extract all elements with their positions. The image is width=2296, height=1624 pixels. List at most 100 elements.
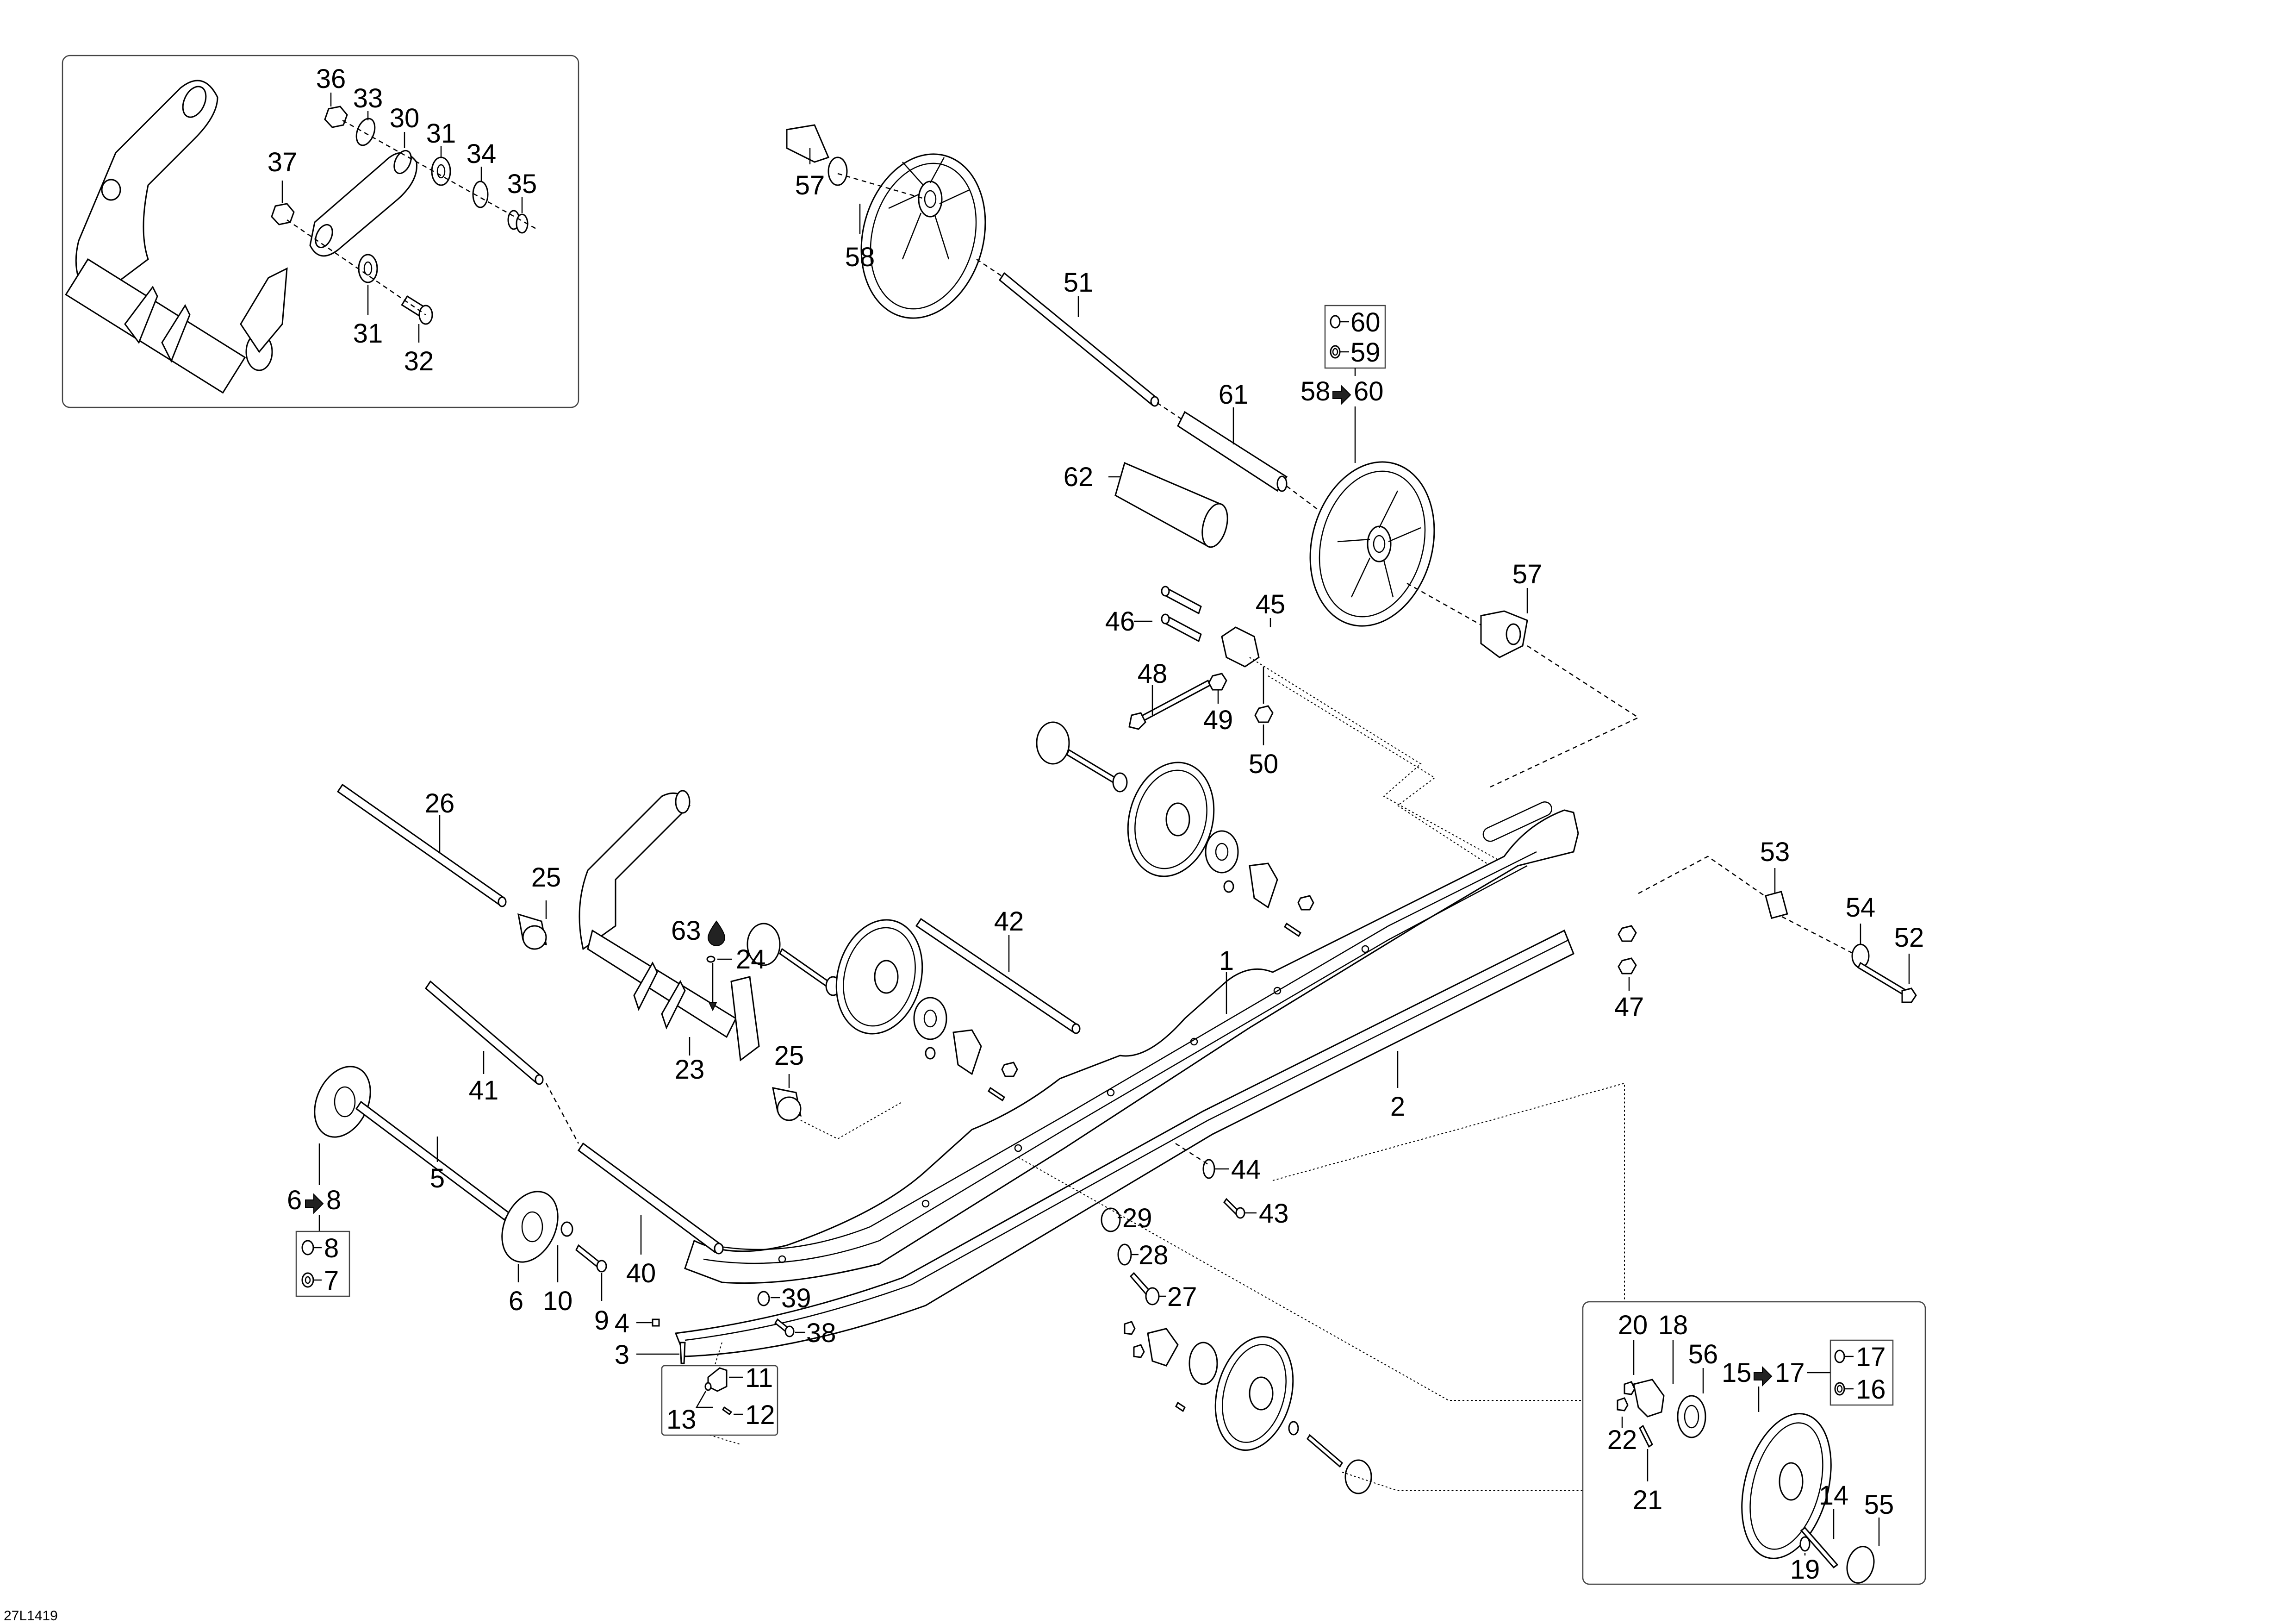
grease-fitting-24 xyxy=(706,956,716,963)
callout-2: 2 xyxy=(1390,1092,1405,1122)
callout-56: 56 xyxy=(1688,1339,1718,1369)
svg-text:58: 58 xyxy=(1300,376,1331,406)
bearing-kit-box-59-60 xyxy=(1324,305,1386,369)
shaft-26 xyxy=(336,783,507,907)
callout-61: 61 xyxy=(1219,380,1249,410)
callout-40: 40 xyxy=(626,1258,656,1288)
bolt-38 xyxy=(774,1318,795,1337)
callout-37: 37 xyxy=(268,147,298,177)
idler-wheel-58-to-60 xyxy=(1309,461,1435,627)
idler-wheel-58 xyxy=(860,153,986,319)
bracket-45 xyxy=(1221,626,1260,668)
nut-4 xyxy=(652,1318,660,1327)
callout-53: 53 xyxy=(1760,837,1790,867)
callout-10: 10 xyxy=(543,1286,573,1316)
inset-rear-wheel-detail: 17 16 15 17 20 18 56 22 21 19 14 55 xyxy=(1582,1301,1926,1585)
callout-33: 33 xyxy=(353,83,383,113)
callout-18: 18 xyxy=(1658,1310,1688,1340)
svg-text:17: 17 xyxy=(1775,1358,1805,1388)
pins-46 xyxy=(1161,586,1202,643)
callout-12: 12 xyxy=(745,1400,775,1430)
rear-arm-23 xyxy=(579,790,760,1062)
wheel-cap-57-lower xyxy=(1480,610,1528,658)
callout-21: 21 xyxy=(1633,1485,1663,1515)
callout-9: 9 xyxy=(594,1305,609,1336)
svg-text:6: 6 xyxy=(287,1185,302,1215)
bolt-43 xyxy=(1223,1198,1245,1219)
callout-30: 30 xyxy=(390,103,420,133)
screw-3 xyxy=(679,1342,686,1364)
callout-5: 5 xyxy=(430,1163,445,1193)
callout-58: 58 xyxy=(845,242,875,272)
callout-17: 17 xyxy=(1856,1342,1886,1372)
callout-22: 22 xyxy=(1607,1425,1637,1455)
svg-text:63: 63 xyxy=(671,916,701,946)
callout-44: 44 xyxy=(1231,1155,1261,1185)
callout-47: 47 xyxy=(1614,992,1644,1022)
drawing-code: 27L1419 xyxy=(4,1608,58,1624)
washer-39 xyxy=(757,1291,770,1306)
callout-62: 62 xyxy=(1064,462,1094,492)
inset-slider-bracket-11-13: 11 12 13 xyxy=(661,1363,778,1436)
callout-41: 41 xyxy=(469,1075,499,1106)
callout-34: 34 xyxy=(467,139,497,169)
callout-60: 60 xyxy=(1350,307,1381,337)
callout-55: 55 xyxy=(1864,1490,1894,1520)
callout-31-lower: 31 xyxy=(353,319,383,349)
bearing-kit-box-16-17 xyxy=(1829,1339,1894,1406)
nuts-47 xyxy=(1618,925,1637,974)
callout-20: 20 xyxy=(1618,1310,1648,1340)
stopper-bracket-assembly: 46 45 48 49 50 xyxy=(1105,586,1509,866)
callout-51: 51 xyxy=(1064,268,1094,298)
callout-35: 35 xyxy=(507,169,537,199)
bolt-32 xyxy=(401,295,433,325)
callout-3: 3 xyxy=(615,1340,629,1370)
callout-46: 46 xyxy=(1105,606,1135,637)
svg-text:15: 15 xyxy=(1722,1358,1752,1388)
bolt-52 xyxy=(1857,962,1917,1003)
callout-29: 29 xyxy=(1122,1203,1152,1233)
plate-53 xyxy=(1765,891,1788,919)
washer-44 xyxy=(1202,1159,1215,1179)
svg-text:60: 60 xyxy=(1354,376,1384,406)
oil-drop-icon xyxy=(707,920,726,946)
callout-57-upper: 57 xyxy=(795,170,825,200)
nut-50 xyxy=(1254,705,1274,723)
callout-49: 49 xyxy=(1203,705,1233,735)
front-axle-assembly xyxy=(314,1066,607,1273)
shaft-42 xyxy=(915,918,1081,1034)
callout-13: 13 xyxy=(666,1405,697,1435)
bearing-31-lower xyxy=(358,254,378,283)
callout-32: 32 xyxy=(404,346,434,376)
callout-26: 26 xyxy=(425,788,455,818)
bushing-25-upper xyxy=(517,913,547,950)
spacer-tube-61 xyxy=(1177,411,1288,492)
bolt-27 xyxy=(1129,1272,1160,1305)
mid-idler-wheel-lower xyxy=(747,919,1018,1102)
washer-34 xyxy=(472,181,489,208)
callout-52: 52 xyxy=(1894,923,1924,953)
callout-14: 14 xyxy=(1819,1480,1849,1511)
slider-shoe-2 xyxy=(674,929,1574,1445)
callout-45: 45 xyxy=(1256,589,1286,619)
wheel-cap-57-upper xyxy=(786,124,848,186)
callout-7: 7 xyxy=(324,1266,339,1296)
arrow-right-icon xyxy=(1754,1366,1773,1387)
upper-idler-wheel-assembly: 60 59 57 58 51 61 62 58 60 57 xyxy=(786,124,1640,788)
callout-11: 11 xyxy=(745,1363,773,1393)
bearing-31-upper xyxy=(431,156,451,186)
sleeve-62 xyxy=(1114,462,1228,548)
slide-rail-1 xyxy=(684,801,1579,1284)
callout-54: 54 xyxy=(1846,893,1876,923)
callout-58-to-60: 58 60 xyxy=(1300,376,1384,406)
washer-29 xyxy=(1101,1207,1121,1232)
callout-57-lower: 57 xyxy=(1512,559,1543,589)
callout-19: 19 xyxy=(1790,1555,1820,1585)
bushing-25-lower xyxy=(772,1087,802,1121)
callout-6: 6 xyxy=(509,1286,523,1316)
nut-28 xyxy=(1117,1243,1132,1266)
svg-text:8: 8 xyxy=(326,1185,341,1215)
callout-25-lower: 25 xyxy=(774,1041,804,1071)
splined-shaft-41 xyxy=(425,980,544,1085)
